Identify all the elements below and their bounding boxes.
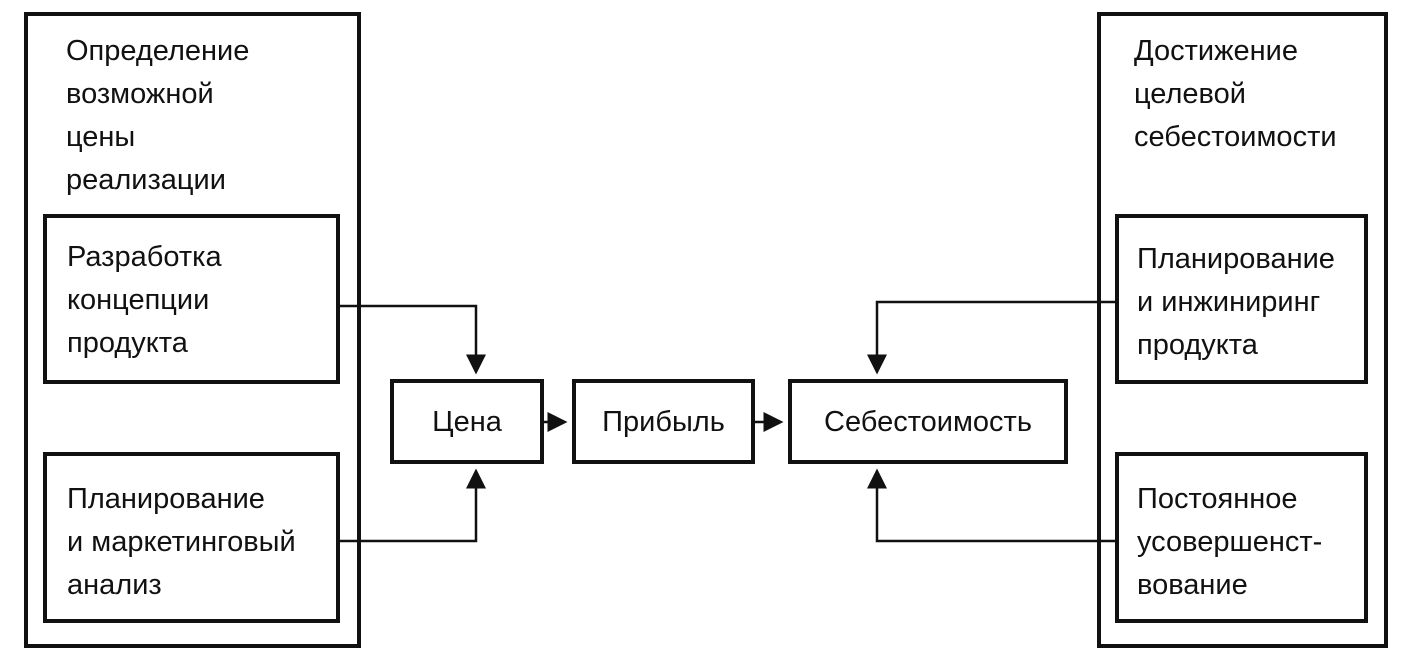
concept-to-price-arrow (340, 304, 486, 375)
price-box: Цена (390, 379, 544, 464)
marketing-analysis-label: Планирование и маркетинговый анализ (67, 483, 296, 601)
concept-development-box: Разработка концепции продукта (43, 214, 340, 384)
product-engineering-label: Планирование и инжиниринг продукта (1137, 243, 1335, 361)
cost-label: Себестоимость (824, 405, 1032, 438)
improvement-to-cost-arrow (867, 468, 1115, 543)
cost-box: Себестоимость (788, 379, 1068, 464)
engineering-to-cost-arrow (867, 300, 1115, 375)
profit-box: Прибыль (572, 379, 755, 464)
continuous-improvement-box: Постоянное усовершенст- вование (1115, 452, 1368, 623)
product-engineering-box: Планирование и инжиниринг продукта (1115, 214, 1368, 384)
continuous-improvement-label: Постоянное усовершенст- вование (1137, 483, 1323, 601)
price-label: Цена (432, 405, 502, 438)
marketing-to-price-arrow (340, 468, 486, 543)
right-group-title: Достижение целевой себестоимости (1134, 35, 1337, 153)
profit-label: Прибыль (602, 405, 725, 438)
marketing-analysis-box: Планирование и маркетинговый анализ (43, 452, 340, 623)
left-group-title: Определение возможной цены реализации (66, 35, 250, 196)
concept-development-label: Разработка концепции продукта (67, 241, 222, 359)
